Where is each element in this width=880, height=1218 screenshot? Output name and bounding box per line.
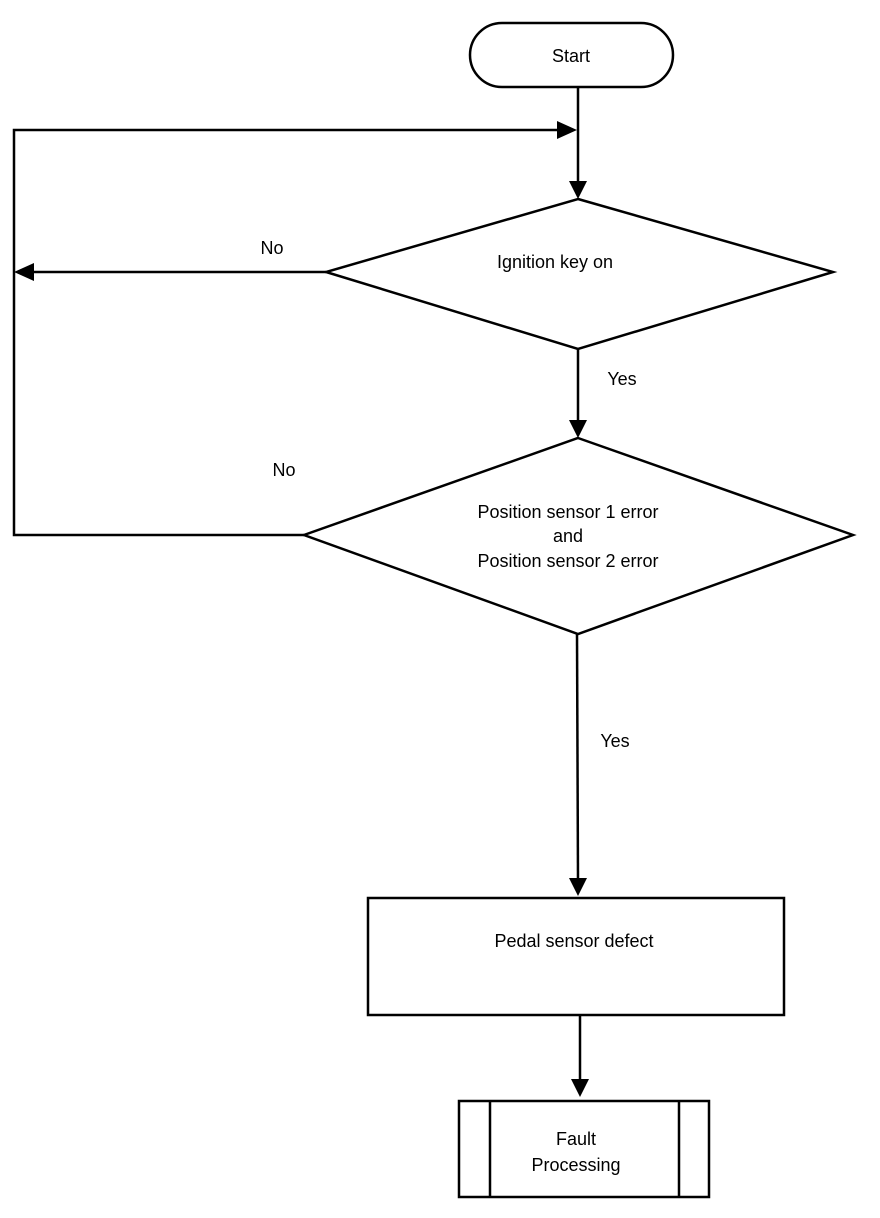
ignition-no-label: No [260, 238, 283, 258]
start-to-ignition-arrowhead [569, 181, 587, 199]
loop-back-connector [12, 121, 577, 537]
ignition-yes-arrowhead [569, 420, 587, 438]
start-label: Start [552, 46, 590, 66]
ignition-decision-label: Ignition key on [497, 252, 613, 272]
start-to-ignition-connector [569, 87, 587, 199]
sensor-no-label: No [272, 460, 295, 480]
fault-subprocess-line1: Fault [556, 1129, 596, 1149]
ignition-no-connector: No [14, 238, 326, 281]
sensor-decision-line2: and [553, 526, 583, 546]
defect-process-box [366, 896, 786, 1017]
ignition-yes-label: Yes [607, 369, 636, 389]
ignition-no-arrowhead [14, 263, 34, 281]
fault-subprocess-node: Fault Processing [457, 1099, 711, 1199]
ignition-decision-node: Ignition key on [321, 197, 838, 351]
ignition-yes-connector: Yes [569, 349, 637, 438]
defect-process-label: Pedal sensor defect [494, 931, 653, 951]
ignition-decision-diamond [321, 197, 838, 351]
sensor-decision-line3: Position sensor 2 error [477, 551, 658, 571]
fault-subprocess-line2: Processing [531, 1155, 620, 1175]
sensor-yes-arrowhead [569, 878, 587, 896]
start-node: Start [468, 21, 675, 89]
fault-subprocess-box [457, 1099, 711, 1199]
sensor-yes-label: Yes [600, 731, 629, 751]
sensor-yes-connector: Yes [569, 633, 630, 896]
defect-to-fault-connector [571, 1015, 589, 1097]
defect-to-fault-arrowhead [571, 1079, 589, 1097]
loop-back-line [12, 128, 565, 537]
defect-process-node: Pedal sensor defect [366, 896, 786, 1017]
sensor-yes-line [575, 633, 580, 883]
start-terminator-shape [468, 21, 675, 89]
loop-back-arrowhead [557, 121, 577, 139]
sensor-decision-line1: Position sensor 1 error [477, 502, 658, 522]
sensor-decision-node: Position sensor 1 error and Position sen… [300, 436, 857, 636]
